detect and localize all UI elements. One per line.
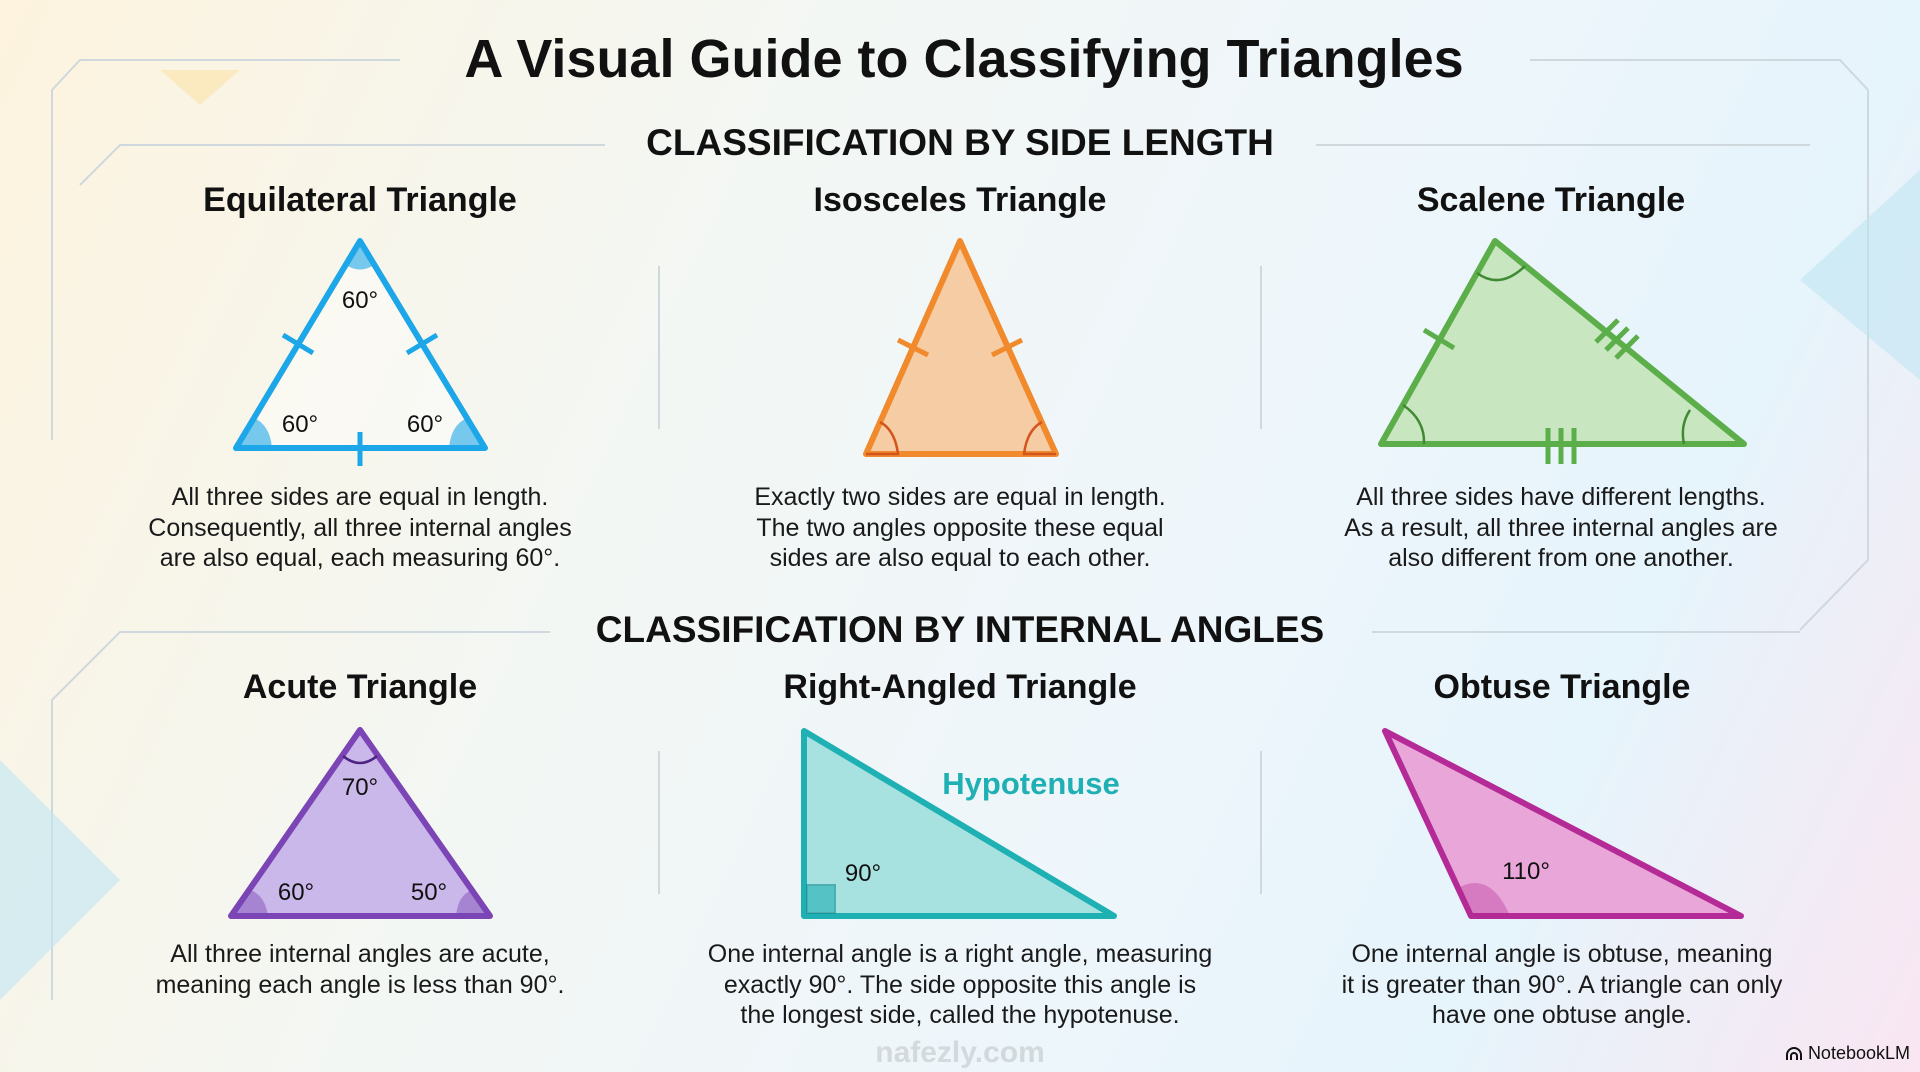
watermark: nafezly.com — [875, 1036, 1045, 1069]
page-title: A Visual Guide to Classifying Triangles — [464, 29, 1464, 89]
brand-badge: NotebookLM — [1785, 1043, 1910, 1064]
frame-line — [79, 144, 605, 186]
angle-label: 60° — [406, 411, 444, 438]
obtuse-triangle — [1382, 728, 1744, 919]
isosceles-description: Exactly two sides are equal in length.Th… — [754, 483, 1166, 572]
angle-label: 60° — [281, 411, 319, 438]
obtuse-title: Obtuse Triangle — [1433, 668, 1691, 706]
angle-label: 90° — [844, 860, 882, 887]
angle-label: 60° — [277, 879, 315, 906]
frame-line — [1530, 59, 1869, 631]
isosceles-triangle — [863, 238, 1059, 457]
notebooklm-logo-icon — [1785, 1046, 1802, 1060]
angle-label: 50° — [410, 879, 448, 906]
right-triangle — [801, 728, 1117, 919]
equilateral-description: All three sides are equal in length.Cons… — [148, 483, 572, 572]
angle-label: 110° — [1502, 858, 1550, 885]
scalene-triangle — [1378, 238, 1747, 464]
angle-label: 60° — [341, 287, 379, 314]
frame-line — [51, 59, 400, 440]
brand-label: NotebookLM — [1807, 1043, 1910, 1063]
isosceles-title: Isosceles Triangle — [813, 181, 1107, 219]
acute-description: All three internal angles are acute,mean… — [155, 940, 565, 999]
section-heading-angles: CLASSIFICATION BY INTERNAL ANGLES — [595, 609, 1325, 650]
hypotenuse-label: Hypotenuse — [942, 766, 1120, 801]
equilateral-triangle — [233, 238, 488, 466]
scalene-description: All three sides have different lengths.A… — [1344, 483, 1778, 572]
acute-triangle — [228, 727, 493, 919]
scalene-title: Scalene Triangle — [1416, 181, 1686, 219]
angle-label: 70° — [341, 774, 379, 801]
section-heading-side: CLASSIFICATION BY SIDE LENGTH — [646, 122, 1274, 163]
right-description: One internal angle is a right angle, mea… — [707, 940, 1213, 1029]
equilateral-title: Equilateral Triangle — [203, 181, 517, 219]
acute-title: Acute Triangle — [242, 668, 478, 706]
right-title: Right-Angled Triangle — [783, 668, 1137, 706]
